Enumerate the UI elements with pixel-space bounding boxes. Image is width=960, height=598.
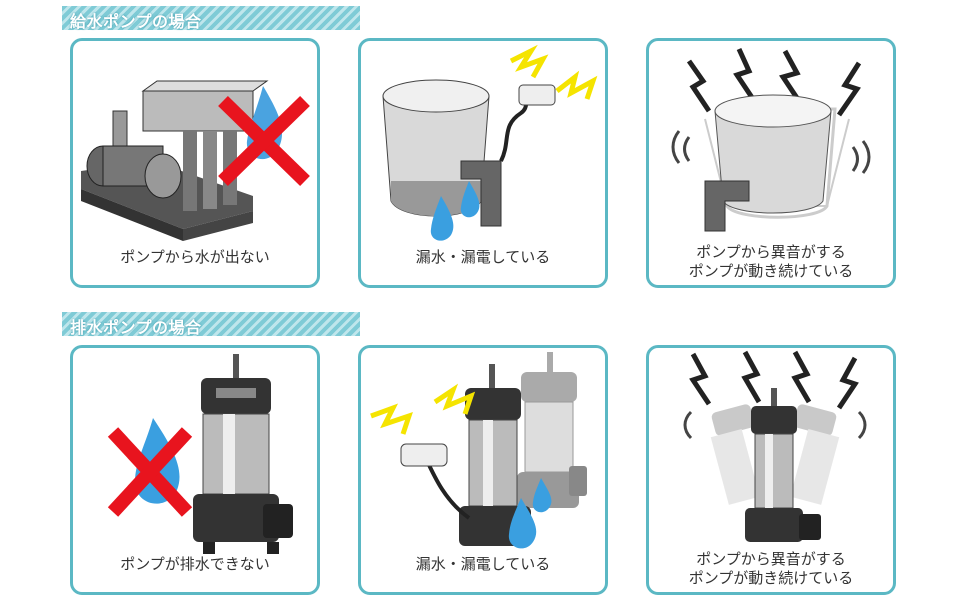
card-supply-leak: 漏水・漏電している xyxy=(358,38,608,288)
card-drain-noise: ポンプから異音がする ポンプが動き続けている xyxy=(646,345,896,595)
caption-line: ポンプから異音がする xyxy=(696,550,846,568)
section-title: 給水ポンプの場合 xyxy=(70,12,202,31)
caption-line: ポンプが動き続けている xyxy=(688,262,854,280)
card-caption: ポンプから異音がする ポンプが動き続けている xyxy=(649,243,893,281)
caption-line: ポンプが動き続けている xyxy=(688,569,854,587)
leak-submersible-icon xyxy=(370,352,587,549)
section-header-drain: 排水ポンプの場合 xyxy=(62,312,360,337)
section-header-supply: 給水ポンプの場合 xyxy=(62,6,360,31)
caption-line: ポンプから異音がする xyxy=(696,243,846,261)
section-title: 排水ポンプの場合 xyxy=(70,318,202,337)
card-drain-no-drain: ポンプが排水できない xyxy=(70,345,320,595)
submersible-pump-with-x-icon xyxy=(107,354,293,554)
booster-pump-with-x-icon xyxy=(81,80,310,241)
card-drain-leak: 漏水・漏電している xyxy=(358,345,608,595)
card-caption: ポンプから異音がする ポンプが動き続けている xyxy=(649,550,893,588)
leak-tank-icon xyxy=(382,44,598,241)
card-caption: 漏水・漏電している xyxy=(415,248,551,266)
card-supply-noise: ポンプから異音がする ポンプが動き続けている xyxy=(646,38,896,288)
card-caption: ポンプが排水できない xyxy=(120,555,270,573)
card-supply-no-water: ポンプから水が出ない xyxy=(70,38,320,288)
noise-tank-icon xyxy=(671,47,871,232)
card-caption: ポンプから水が出ない xyxy=(120,248,270,266)
card-caption: 漏水・漏電している xyxy=(415,555,551,573)
noise-submersible-icon xyxy=(683,350,867,542)
